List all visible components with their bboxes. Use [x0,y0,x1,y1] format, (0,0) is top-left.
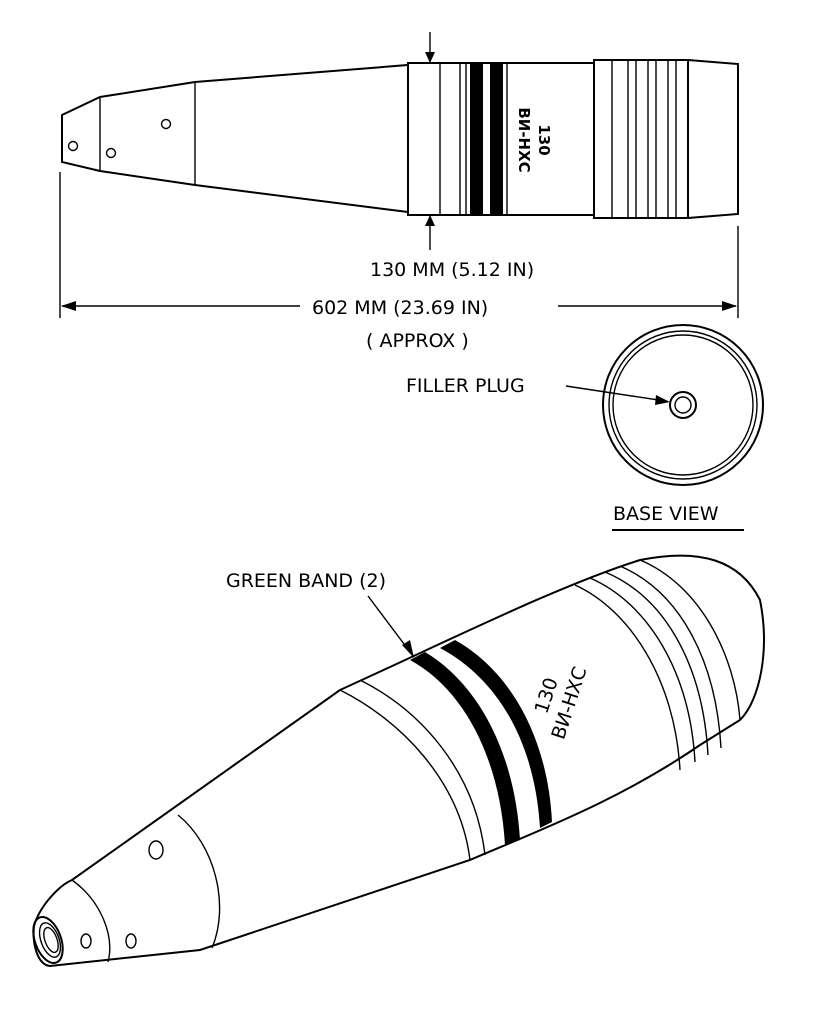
band-groove [574,584,681,771]
band-groove [589,577,696,763]
band-groove [619,565,722,749]
green-band [470,63,483,215]
arrow-head [61,301,76,311]
band-groove [604,571,709,756]
arrow-head [722,301,737,311]
length-dimension: 602 MM (23.69 IN) ( APPROX ) [59,172,739,352]
ogive-outline [61,63,409,214]
base-inner-rim [608,330,758,480]
vent-hole [160,118,172,130]
body-seam [339,689,471,861]
arrow-head [425,52,435,63]
base-inner-rim [612,334,754,476]
arrow-head [655,395,670,405]
side-caliber-marking: 130 [535,124,553,155]
length-label: 602 MM (23.69 IN) [312,297,488,319]
vent-hole [125,933,137,949]
arrow-head [402,640,414,658]
fuze-well-thread [38,922,62,958]
fuze-well-thread [43,926,59,954]
filler-plug-label: FILLER PLUG [406,375,525,397]
arrow-head [425,215,435,226]
perspective-view: 130 ВИ-НХС GREEN BAND (2) [32,554,765,968]
green-band-label: GREEN BAND (2) [226,570,386,592]
diameter-label: 130 MM (5.12 IN) [370,259,534,281]
rotating-band [593,59,689,219]
vent-hole [148,840,164,860]
filler-plug-center [674,396,692,414]
leader-line [367,595,411,653]
ogive-seam [177,814,221,949]
base-outer-rim [602,324,764,486]
base-view: FILLER PLUG BASE VIEW [406,324,764,531]
perspective-outline [32,554,765,968]
green-band [490,63,503,215]
vent-hole [67,140,79,152]
fuze-seam [71,879,111,963]
body-seam [359,679,486,856]
vent-hole [105,147,117,159]
green-band [410,652,520,845]
approx-label: ( APPROX ) [366,330,469,352]
filler-plug [669,391,697,419]
diameter-dimension: 130 MM (5.12 IN) [370,32,534,281]
leader-line [565,385,666,402]
green-band [440,640,552,828]
vent-hole [80,933,92,949]
side-view: 130 ВИ-НХС [61,59,739,219]
fuze-well [32,916,64,964]
side-type-marking: ВИ-НХС [515,107,533,172]
projectile-base [687,59,739,219]
band-groove [639,559,741,721]
base-view-label: BASE VIEW [613,503,719,525]
